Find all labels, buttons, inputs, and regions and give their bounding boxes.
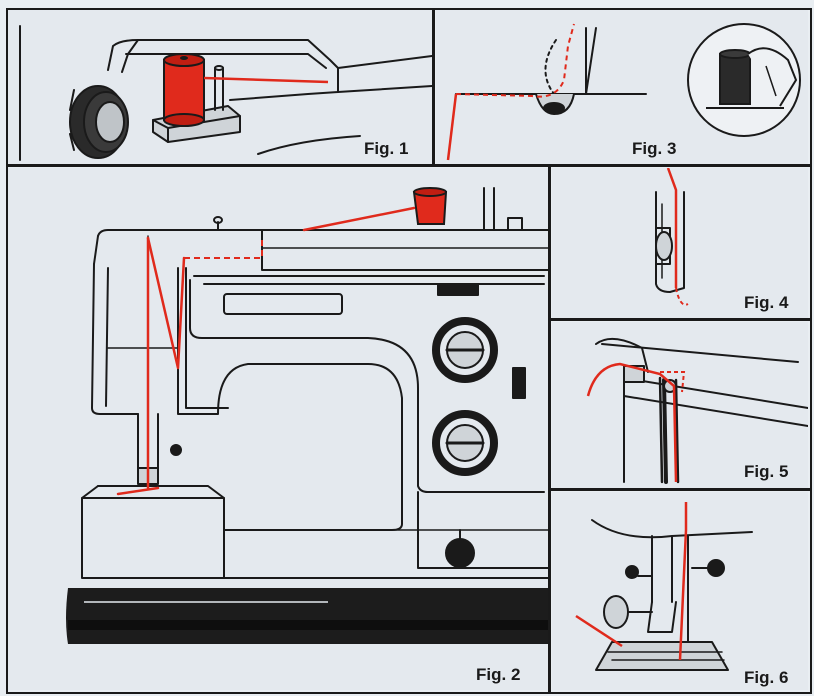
lower-dial (432, 410, 498, 476)
fig5-caption: Fig. 5 (744, 462, 789, 481)
thread-line (586, 362, 678, 483)
fig4-caption: Fig. 4 (744, 293, 789, 312)
divider-h-fig4 (548, 318, 812, 321)
fig6-panel: Fig. 6 (552, 492, 808, 690)
divider-v-top (432, 8, 435, 166)
reverse-lever (512, 367, 526, 399)
brand-badge (437, 284, 479, 296)
fig4-panel: Fig. 4 (552, 168, 808, 318)
fig3-illustration (446, 23, 801, 161)
fig5-illustration (586, 337, 808, 484)
fig1-illustration (19, 25, 432, 161)
thread-path (116, 206, 416, 496)
thread-line (203, 76, 329, 84)
fig6-caption: Fig. 6 (744, 668, 789, 687)
thread-path-dashed (184, 238, 263, 259)
divider-h-fig5 (548, 488, 812, 491)
frame-right (810, 8, 812, 694)
fig3-caption: Fig. 3 (632, 139, 677, 158)
thread-line (678, 502, 688, 661)
fig6-illustration (575, 502, 753, 671)
thread-line (666, 168, 678, 288)
fig1-panel: Fig. 1 (8, 10, 432, 164)
machine-base (66, 588, 548, 644)
bottom-knob (445, 538, 475, 568)
fig2-panel: Fig. 2 (8, 168, 548, 690)
thread-path-dashed (455, 23, 575, 98)
fig2-illustration (66, 187, 548, 644)
fig1-caption: Fig. 1 (364, 139, 409, 158)
frame-bottom (6, 692, 812, 694)
upper-dial (432, 317, 498, 383)
divider-h-top (6, 164, 812, 167)
fig4-illustration (655, 168, 689, 306)
thread-spool (163, 53, 205, 127)
thread-spool (412, 187, 448, 225)
fig5-panel: Fig. 5 (552, 322, 808, 488)
frame-top (6, 8, 812, 10)
frame-left (6, 8, 8, 694)
thread-line (446, 93, 458, 161)
spool-inset (687, 23, 801, 137)
divider-v-main (548, 164, 551, 694)
fig2-caption: Fig. 2 (476, 665, 521, 684)
fig3-panel: Fig. 3 (436, 10, 808, 164)
